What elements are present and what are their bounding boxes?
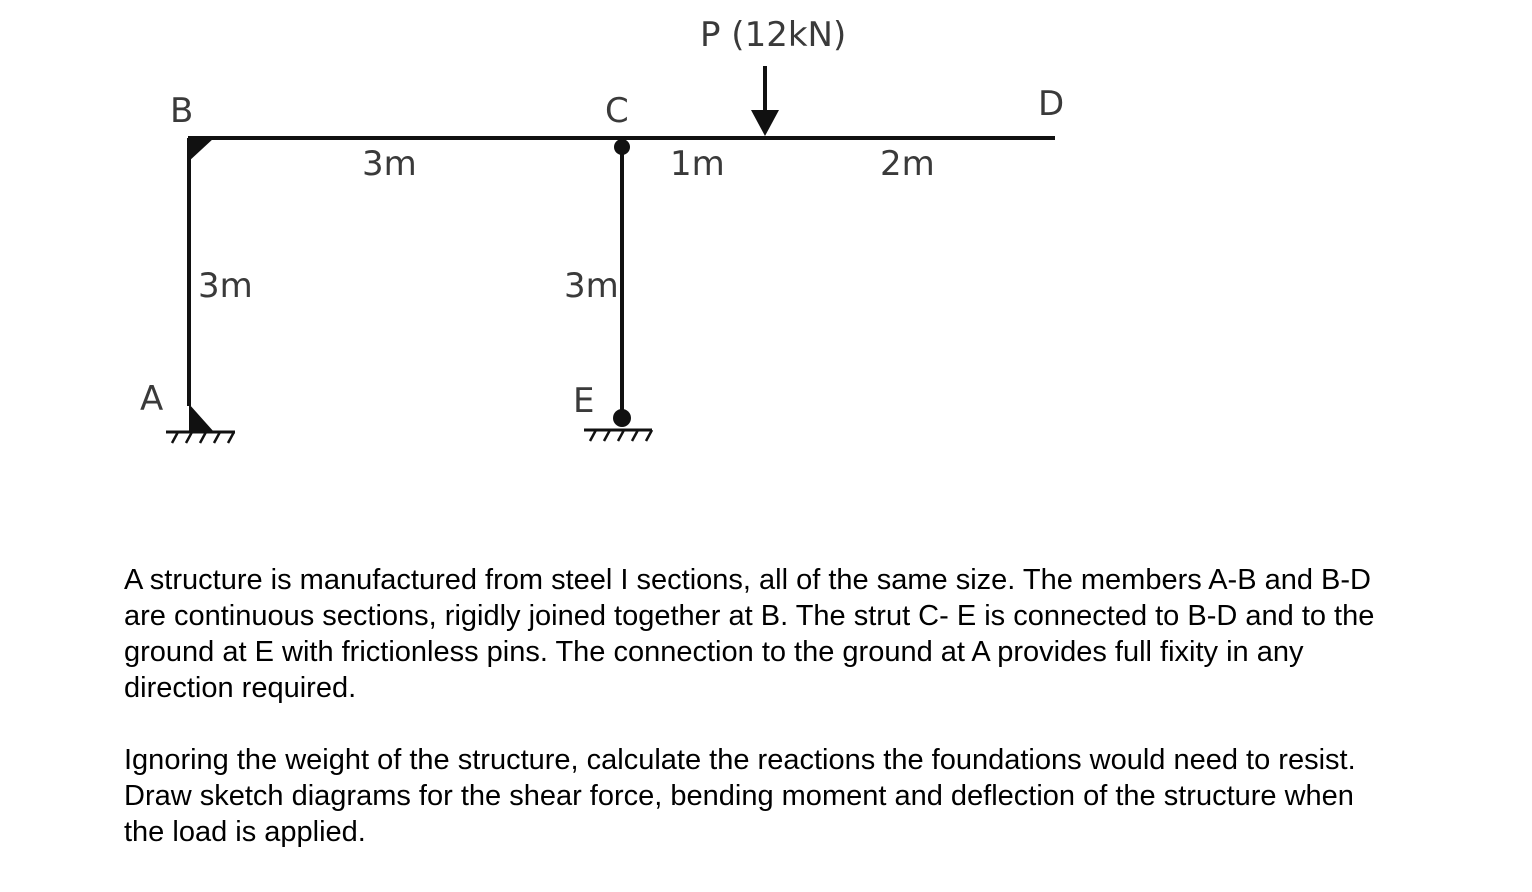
node-label-c: C [605, 91, 629, 131]
dimension-ce: 3m [564, 266, 619, 306]
problem-statement: A structure is manufactured from steel I… [124, 564, 1375, 704]
dimension-load-to-d: 2m [880, 144, 935, 184]
load-arrow [751, 66, 779, 136]
pin-c [614, 139, 630, 155]
load-label: P (12kN) [700, 15, 846, 55]
dimension-c-to-load: 1m [670, 144, 725, 184]
dimension-ab: 3m [198, 266, 253, 306]
fixed-support-a [166, 404, 236, 444]
dimension-bc: 3m [362, 144, 417, 184]
node-label-e: E [573, 381, 594, 421]
pin-support-e [584, 409, 654, 442]
node-label-b: B [170, 91, 193, 131]
node-label-a: A [140, 379, 163, 419]
rigid-joint-b [188, 138, 214, 162]
node-label-d: D [1038, 84, 1064, 124]
frame-diagram: P (12kN) B C D A E 3m 1m 2m 3m 3m [140, 15, 1064, 444]
problem-task: Ignoring the weight of the structure, ca… [124, 744, 1356, 848]
